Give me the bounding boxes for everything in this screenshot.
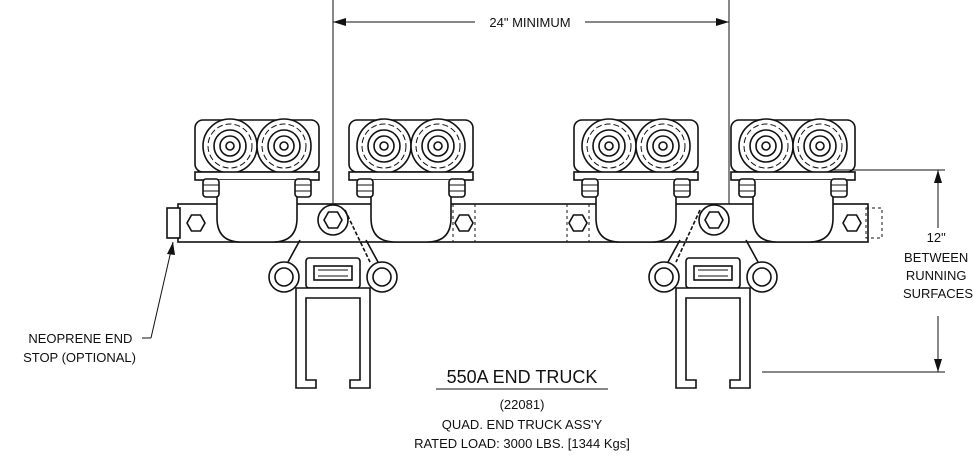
drawing-title: 550A END TRUCK	[447, 367, 598, 387]
end-stop-line-2: STOP (OPTIONAL)	[23, 350, 136, 365]
end-stop-line-1: NEOPRENE END	[28, 331, 132, 346]
pivot-right	[698, 204, 730, 236]
dimension-12-between-surfaces: 12" BETWEEN RUNNING SURFACES	[762, 169, 973, 373]
neoprene-end-stop-callout: NEOPRENE END STOP (OPTIONAL)	[23, 241, 175, 365]
rated-load: RATED LOAD: 3000 LBS. [1344 Kgs]	[414, 436, 630, 451]
svg-text:NEOPRENE END STOP (OPTIO: NEOPRENE END STOP (OPTIONAL)	[23, 331, 136, 365]
pivot-left	[317, 204, 349, 236]
dimension-12-line-3: RUNNING	[906, 268, 967, 283]
part-number: (22081)	[500, 397, 545, 412]
dimension-12-line-4: SURFACES	[903, 286, 973, 301]
dimension-24-label: 24" MINIMUM	[489, 15, 570, 30]
right-carrier-assembly	[648, 209, 778, 389]
assembly-description: QUAD. END TRUCK ASS'Y	[442, 417, 603, 432]
title-block: 550A END TRUCK (22081) QUAD. END TRUCK A…	[414, 367, 630, 451]
svg-text:12" BETWEEN RUNNIN: 12" BETWEEN RUNNING SURFACES	[903, 230, 973, 301]
dimension-12-label: 12"	[927, 230, 946, 245]
dimension-24-minimum: 24" MINIMUM	[332, 0, 730, 218]
left-carrier-assembly	[268, 209, 398, 389]
dimension-12-line-2: BETWEEN	[904, 250, 968, 265]
